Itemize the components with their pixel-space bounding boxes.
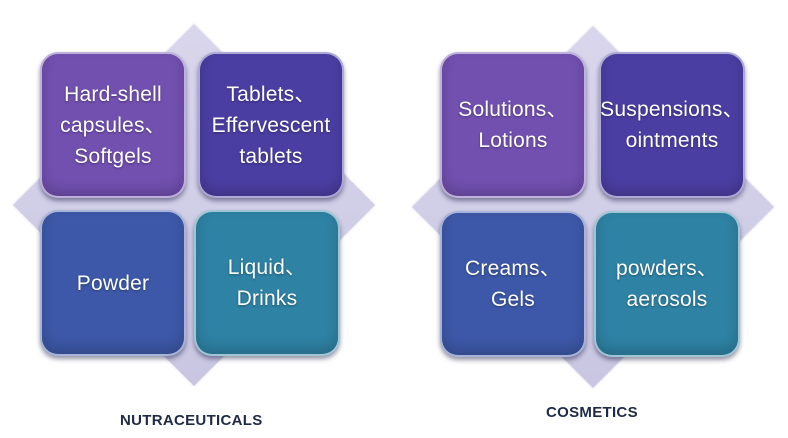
tile-tablets: Tablets、 Effervescent tablets — [198, 52, 344, 198]
tile-text: Creams、 Gels — [465, 257, 561, 311]
tile-text: Liquid、 Drinks — [227, 256, 307, 310]
tile-text: Suspensions、 ointments — [600, 98, 744, 152]
nutraceuticals-diagram: Hard-shell capsules、 Softgels Tablets、 E… — [12, 23, 376, 429]
tile-text: Hard-shell capsules、 Softgels — [60, 82, 166, 168]
tile-suspensions-ointments: Suspensions、 ointments — [599, 52, 745, 198]
tile-creams-gels: Creams、 Gels — [440, 211, 586, 357]
tile-text: Tablets、 Effervescent tablets — [211, 82, 331, 168]
tile-text: Solutions、 Lotions — [458, 98, 568, 152]
diagram-title: COSMETICS — [546, 404, 638, 421]
tile-text: powders、 aerosols — [616, 257, 718, 311]
tile-powders-aerosols: powders、 aerosols — [594, 211, 740, 357]
tile-hard-shell-capsules: Hard-shell capsules、 Softgels — [40, 52, 186, 198]
tile-liquid-drinks: Liquid、 Drinks — [194, 210, 340, 356]
tile-powder: Powder — [40, 210, 186, 356]
cosmetics-diagram: Solutions、 Lotions Suspensions、 ointment… — [394, 0, 788, 438]
diagram-title: NUTRACEUTICALS — [120, 412, 263, 429]
tile-solutions-lotions: Solutions、 Lotions — [440, 52, 586, 198]
tile-text: Powder — [76, 271, 150, 295]
